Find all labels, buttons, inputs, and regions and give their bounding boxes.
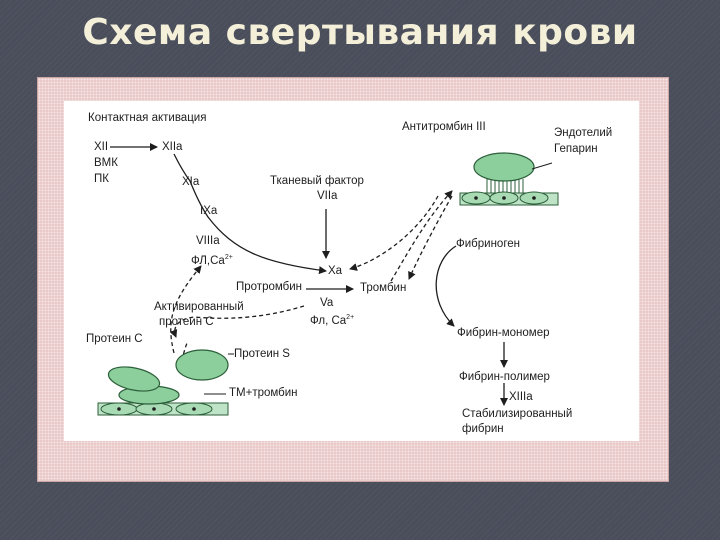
label-fibrin-polymer: Фибрин-полимер	[459, 371, 550, 383]
label-xii: XII	[94, 141, 109, 153]
protein-c-s-figure	[97, 349, 234, 416]
label-vmk: ВМК	[94, 157, 118, 169]
diagram-graphics	[97, 143, 559, 416]
label-contact-activation: Контактная активация	[88, 112, 207, 124]
label-fl-ca-1: ФЛ,Ca2+	[191, 254, 233, 267]
dashed-protein-c-to-viiia	[170, 265, 202, 354]
label-xa: Xa	[328, 265, 343, 277]
label-heparin: Гепарин	[554, 143, 598, 155]
label-prothrombin: Протромбин	[236, 281, 303, 293]
label-xia: XIa	[182, 176, 200, 188]
dashed-antithrombin-to-xa	[349, 195, 439, 271]
antithrombin-endothelium-figure	[459, 152, 559, 206]
label-xiia: XIIa	[162, 141, 183, 153]
label-stabilized-fibrin-line2: фибрин	[462, 423, 504, 435]
label-stabilized-fibrin-line1: Стабилизированный	[462, 408, 573, 420]
label-fl-ca-2: Фл, Ca2+	[310, 314, 355, 327]
label-viiia: VIIIa	[196, 235, 220, 247]
label-protein-c: Протеин С	[86, 333, 143, 345]
label-va: Va	[320, 297, 334, 309]
label-ixa: IXa	[200, 205, 218, 217]
dashed-to-antithrombin	[390, 190, 453, 282]
label-activated-protein-c-line2: протеин С	[159, 316, 214, 328]
arrow-fibrinogen-to-monomer	[435, 245, 457, 327]
label-pk: ПК	[94, 173, 109, 185]
label-activated-protein-c-line1: Активированный	[154, 301, 244, 313]
label-fibrin-monomer: Фибрин-мономер	[457, 327, 550, 339]
label-viia: VIIa	[317, 190, 338, 202]
cascade-curve	[173, 153, 327, 275]
label-fibrinogen: Фибриноген	[456, 238, 521, 250]
label-antithrombin: Антитромбин III	[402, 121, 486, 133]
slide-title: Схема свертывания крови	[82, 12, 638, 53]
label-tm-thrombin: ТМ+тромбин	[229, 387, 298, 399]
label-endothelium: Эндотелий	[554, 127, 613, 139]
dashed-antithrombin-to-thrombin	[408, 195, 453, 280]
coagulation-diagram: Контактная активация XII XIIa ВМК ПК XIa…	[64, 101, 639, 441]
label-protein-s: Протеин S	[234, 348, 290, 360]
label-thrombin: Тромбин	[360, 282, 407, 294]
label-tissue-factor: Тканевый фактор	[270, 175, 364, 187]
dashed-thrombin-to-protein-c	[169, 305, 305, 338]
label-xiiia: XIIIa	[509, 391, 533, 403]
